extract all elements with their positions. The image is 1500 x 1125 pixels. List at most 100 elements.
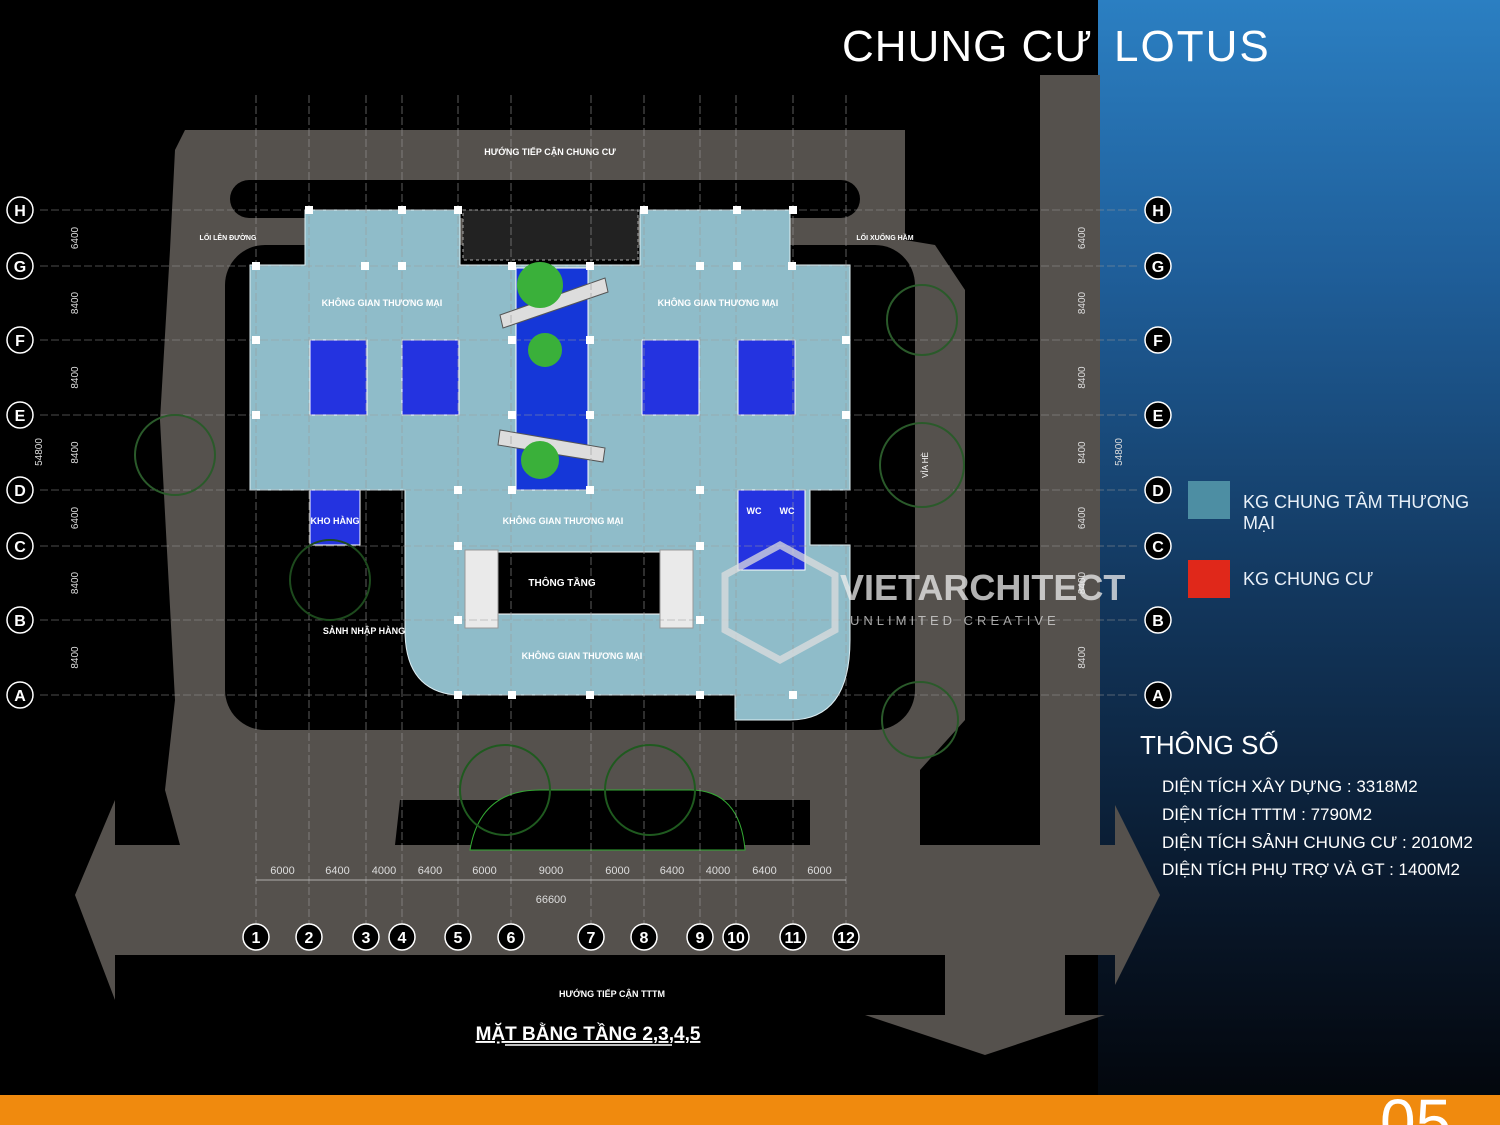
column-pillar [696,616,704,624]
ramp-down-label: LỐI XUỐNG HẦM [856,232,913,242]
row-axis-bubble [6,532,34,560]
column-pillar [252,262,260,270]
column-pillar [586,691,594,699]
tree-symbol [528,333,562,367]
tree-symbol [134,414,216,496]
column-pillar [586,411,594,419]
commercial-label: KHÔNG GIAN THƯƠNG MẠI [322,297,443,308]
wc-block [737,489,806,571]
col-dimension: 6400 [418,865,442,877]
col-dimension: 6400 [660,865,684,877]
column-pillar [454,486,462,494]
row-dimension: 6400 [1077,226,1088,249]
row-axis-label: B [1152,613,1164,630]
column-pillar [696,486,704,494]
approach-bottom-label: HƯỚNG TIẾP CẬN TTTM [559,988,665,999]
col-dimension: 9000 [539,865,563,877]
tree-symbol [289,539,371,621]
row-axis-label: G [14,259,26,276]
col-axis-label: 4 [398,930,407,947]
col-axis-label: 6 [507,930,516,947]
tree-symbol [881,681,959,759]
col-axis-bubble [295,923,323,951]
row-axis-bubble [1144,681,1172,709]
col-dimension: 6000 [472,865,496,877]
legend-swatch-commercial [1188,481,1230,519]
drop-off-top [230,180,860,218]
column-pillar [508,262,516,270]
col-axis-bubble [352,923,380,951]
tree-symbol [886,284,958,356]
road-bottom [75,75,1160,1055]
col-axis-bubble [577,923,605,951]
column-pillar [842,336,850,344]
storage-label: KHO HÀNG [311,516,360,526]
row-dimension: 8400 [70,366,81,389]
column-pillar [454,542,462,550]
column-pillar [696,691,704,699]
row-axis-label: C [1152,539,1164,556]
col-dimension: 6000 [605,865,629,877]
column-pillar [508,411,516,419]
row-axis-label: E [1153,408,1164,425]
column-pillar [586,486,594,494]
wc-label: WC [780,506,795,516]
row-dimension: 8400 [70,291,81,314]
row-axis-bubble [6,476,34,504]
row-axis-label: H [1152,203,1164,220]
col-dimension: 6000 [270,865,294,877]
tree-symbol [879,422,965,508]
escalator-right [659,549,694,629]
col-axis-bubble [630,923,658,951]
row-axis-bubble [6,606,34,634]
col-axis-bubble [242,923,270,951]
footer-bar: 05 [0,1095,1500,1125]
col-dimension-total: 66600 [536,894,567,906]
col-axis-bubble [388,923,416,951]
tree-symbol [517,262,563,308]
core-2 [401,339,460,416]
row-dimension: 8400 [1077,646,1088,669]
param-item: DIỆN TÍCH PHỤ TRỢ VÀ GT : 1400M2 [1162,860,1460,879]
watermark-tagline: UNLIMITED CREATIVE [850,613,1060,628]
col-axis-bubble [444,923,472,951]
row-axis-label: F [15,333,25,350]
legend-label-commercial: KG CHUNG TÂM THƯƠNG MẠI [1243,492,1470,533]
col-axis-label: 9 [696,930,705,947]
column-pillar [252,411,260,419]
params-heading: THÔNG SỐ [1140,730,1279,760]
col-axis-label: 3 [362,930,371,947]
void-label: THÔNG TẦNG [528,576,595,589]
planter-island [469,789,746,851]
col-axis-bubble [686,923,714,951]
row-axis-label: G [1152,259,1164,276]
col-axis-label: 7 [587,930,596,947]
column-pillar [361,262,369,270]
column-pillar [252,336,260,344]
ramp-up-label: LỐI LÊN ĐƯỜNG [200,232,257,242]
watermark: VIETARCHITECT UNLIMITED CREATIVE [721,541,1125,664]
commercial-label: KHÔNG GIAN THƯƠNG MẠI [658,297,779,308]
col-axis-label: 5 [454,930,463,947]
plan-caption: MẶT BẰNG TẦNG 2,3,4,5 [476,1023,701,1045]
col-dimension: 6400 [325,865,349,877]
column-pillar [586,336,594,344]
row-dimension: 8400 [1077,441,1088,464]
wc-label: WC [747,506,762,516]
page-number: 05 [1380,1095,1451,1125]
storage-room [309,489,361,546]
column-pillar [508,336,516,344]
escalator-left [464,549,499,629]
column-pillar [733,262,741,270]
loading-label: SẢNH NHẬP HÀNG [323,625,405,636]
column-pillar [398,206,406,214]
row-axis-bubble [1144,196,1172,224]
watermark-brand: VIETARCHITECT [840,567,1125,608]
trees [134,262,965,836]
title-line2: LOTUS [1114,22,1271,71]
row-dimension: 8400 [1077,366,1088,389]
col-dimension: 4000 [372,865,396,877]
row-axis-label: D [14,483,26,500]
commercial-label: KHÔNG GIAN THƯƠNG MẠI [522,650,643,661]
col-axis-label: 11 [785,930,802,947]
